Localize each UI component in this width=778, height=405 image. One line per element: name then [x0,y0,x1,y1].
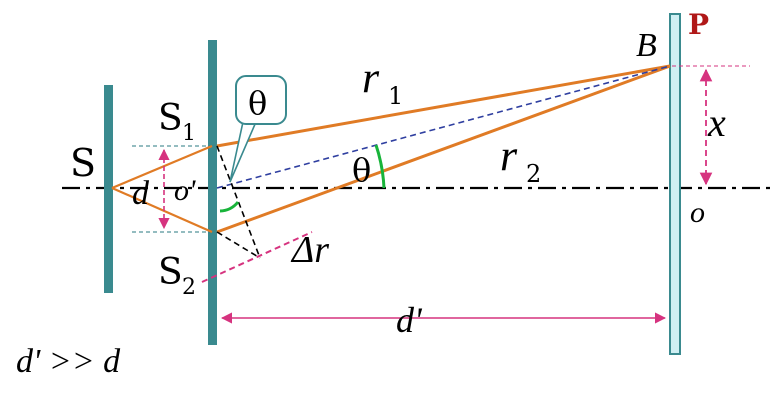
angle-arc-small [219,200,240,213]
source-to-s1-ray [111,144,213,190]
callout-mask [240,104,266,112]
displacement-label: x [707,100,726,145]
screen-distance-label: d' [396,300,423,340]
angle-callout-label: θ [248,84,267,122]
slit1-label: S [158,98,183,139]
source-plate [104,85,113,293]
slit-plate [208,40,217,345]
angle-main-label: θ [352,151,371,189]
source-label: S [70,141,96,185]
path-diff-leader [201,231,313,283]
slit2-subscript: 2 [182,275,196,300]
path2-label: r [500,131,518,180]
path1-subscript: 1 [388,82,403,110]
observation-screen [669,13,681,355]
point-b-label: B [636,27,657,64]
ray-r1 [216,64,671,148]
slit2-label: S [158,252,183,293]
origin-label: o [690,196,705,229]
perpendicular-base [216,231,261,259]
center-label: o' [174,174,196,207]
path2-subscript: 2 [526,160,541,188]
ray-r2 [216,64,671,234]
slit1-subscript: 1 [182,121,196,146]
path1-label: r [362,53,380,102]
angle-arc-main [374,144,386,189]
path-diff-label: Δr [290,229,329,271]
slit-spacing-label: d [132,175,150,212]
condition-label: d' >> d [16,343,121,380]
source-to-s2-ray [111,186,213,234]
screen-label: P [688,8,709,41]
center-line [216,65,671,189]
